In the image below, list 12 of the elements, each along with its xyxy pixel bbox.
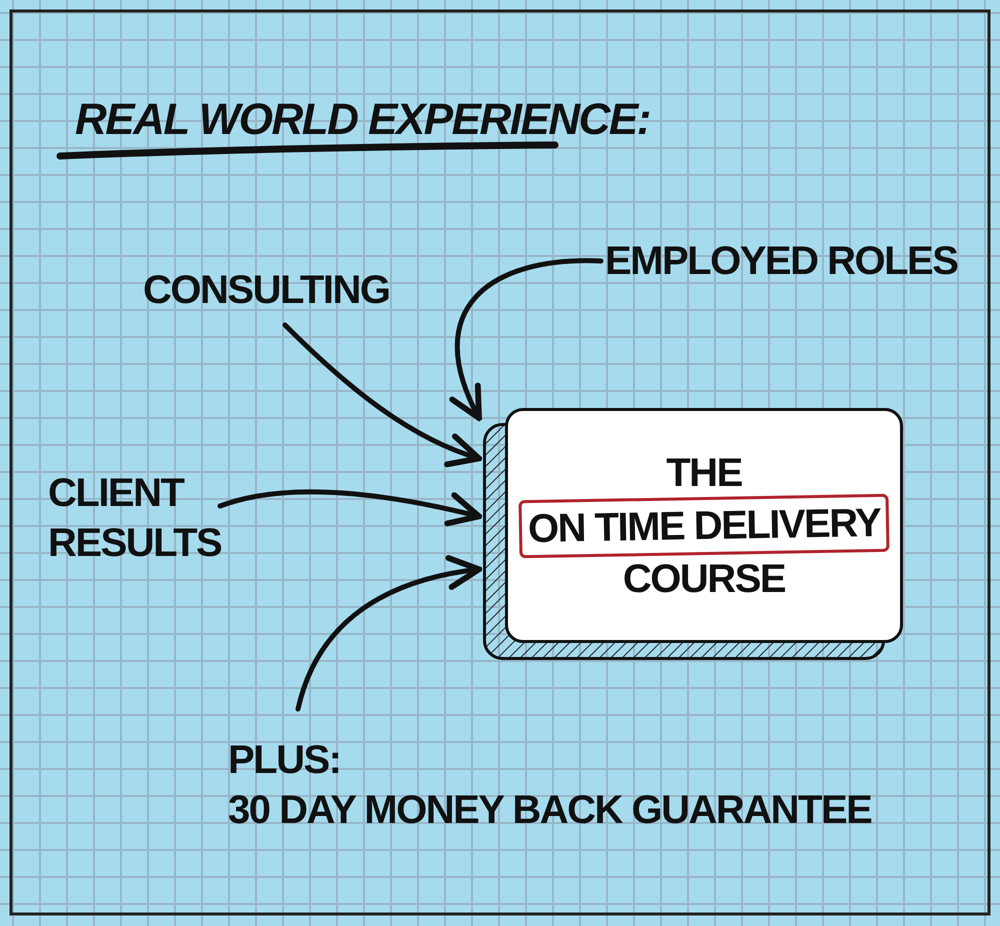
card-text: COURSE: [622, 556, 786, 602]
text-label: CLIENT RESULTS: [48, 468, 228, 568]
highlighted-text: ON TIME DELIVERY: [518, 493, 890, 558]
text-label: 30 DAY MONEY BACK GUARANTEE: [228, 787, 872, 834]
arrow: [450, 258, 604, 421]
title: REAL WORLD EXPERIENCE:: [75, 94, 650, 146]
text-label: PLUS:: [228, 737, 342, 784]
arrow: [296, 556, 482, 712]
arrow: [218, 490, 482, 527]
text-label: EMPLOYED ROLES: [605, 236, 965, 286]
text-label: CONSULTING: [143, 265, 423, 315]
arrow: [282, 322, 482, 466]
